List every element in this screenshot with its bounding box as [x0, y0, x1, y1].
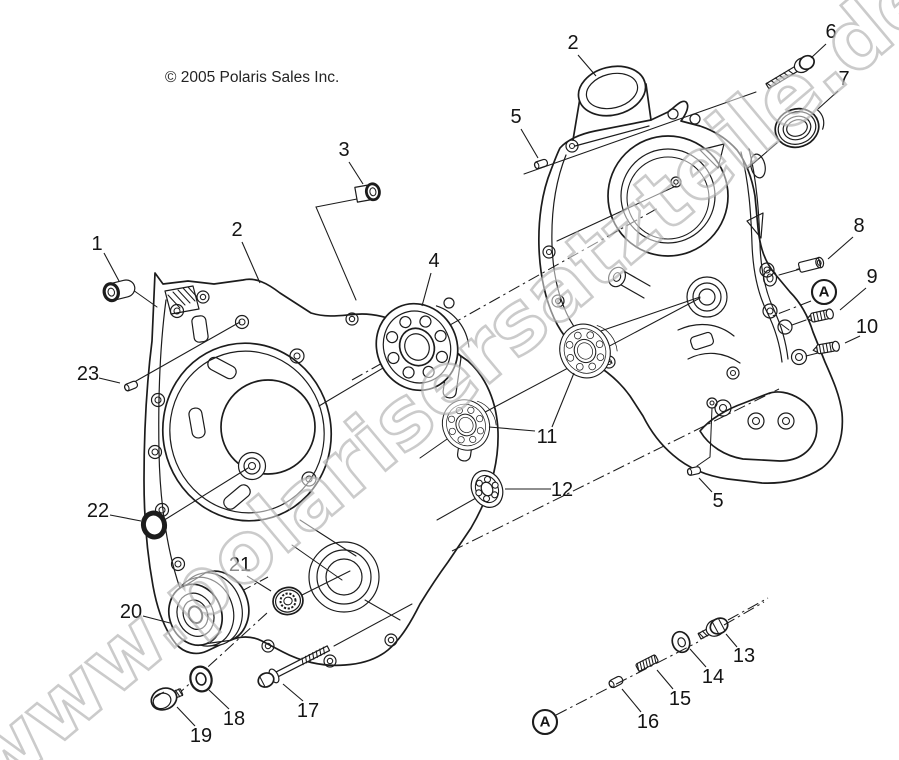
callout-3: 3: [338, 139, 349, 161]
pulley-20: [167, 570, 250, 647]
seal-21: [272, 586, 304, 616]
plug-1: [102, 279, 136, 303]
dowel-pin-5b: [686, 466, 702, 476]
callout-5: 5: [712, 490, 723, 512]
leader-line-14: [689, 648, 707, 668]
plug-16: [608, 675, 624, 689]
leader-line-2: [577, 54, 597, 77]
leader-line-16: [621, 688, 642, 713]
leader-line-22: [109, 514, 142, 522]
cylinder-spigot: [572, 65, 652, 147]
callout-8: 8: [853, 215, 864, 237]
callout-12: 12: [551, 479, 573, 501]
leader-line-21: [246, 575, 272, 592]
o-ring-22: [140, 510, 168, 540]
view-marker-leader: [769, 300, 812, 318]
oil-seal-7: [774, 107, 825, 149]
callout-layer: 122345567891011121314151617181920212223A…: [77, 21, 878, 747]
bearing-12: [470, 470, 504, 508]
left-crankcase-half: [143, 272, 499, 668]
leader-line-18: [208, 689, 230, 710]
leader-line-20: [142, 615, 171, 624]
callout-20: 20: [120, 601, 142, 623]
drain-plug-19: [150, 687, 184, 711]
copyright-text: © 2005 Polaris Sales Inc.: [165, 69, 339, 86]
callout-16: 16: [637, 711, 659, 733]
callout-11: 11: [537, 426, 558, 448]
dowel-pin-23: [123, 380, 139, 392]
hatch-pattern: [167, 286, 198, 309]
callout-18: 18: [223, 708, 245, 730]
leader-line-8: [827, 236, 854, 260]
callout-13: 13: [733, 645, 755, 667]
callout-4: 4: [428, 250, 439, 272]
callout-5: 5: [510, 106, 521, 128]
callout-10: 10: [856, 316, 878, 338]
spring-screw-15: [635, 654, 659, 673]
callout-2: 2: [567, 32, 578, 54]
callout-6: 6: [825, 21, 836, 43]
screw-10: [812, 340, 841, 355]
callout-2: 2: [231, 219, 242, 241]
callout-19: 19: [190, 725, 212, 747]
leader-line-6: [810, 43, 827, 59]
screw-8: [796, 256, 825, 273]
bolt-6: [765, 54, 815, 90]
leader-line-5: [520, 128, 539, 159]
leader-line-11: [488, 426, 536, 432]
view-marker-label: A: [540, 714, 551, 731]
view-marker-leader: [723, 601, 765, 626]
leader-line-5: [698, 477, 713, 493]
view-marker-circle: [810, 278, 838, 306]
washer-14: [671, 630, 691, 654]
leader-line-9: [839, 287, 867, 311]
leader-line-4: [421, 272, 432, 307]
leader-line-11: [551, 372, 575, 428]
leader-line-17: [282, 683, 304, 702]
callout-23: 23: [77, 363, 99, 385]
callout-21: 21: [229, 554, 251, 576]
bolt-holes-left: [147, 290, 403, 668]
view-marker-circle: [531, 708, 559, 736]
callout-9: 9: [866, 266, 877, 288]
bushing-3: [354, 182, 381, 203]
callout-7: 7: [838, 68, 849, 90]
leader-line-19: [176, 706, 196, 727]
view-marker-label: A: [819, 284, 830, 301]
leader-line-13: [725, 633, 738, 648]
callout-22: 22: [87, 500, 109, 522]
callout-1: 1: [91, 233, 102, 255]
leader-line-23: [98, 377, 121, 384]
leader-line-7: [817, 90, 839, 110]
bolt-17: [257, 645, 331, 688]
bolt-13: [697, 617, 729, 640]
leader-line-1: [103, 252, 120, 282]
callout-14: 14: [702, 666, 724, 688]
leader-line-2: [241, 241, 261, 284]
screw-9: [806, 308, 834, 323]
washer-18: [189, 665, 213, 693]
leader-line-10: [844, 335, 861, 344]
callout-15: 15: [669, 688, 691, 710]
view-marker-leader: [555, 641, 699, 716]
callout-17: 17: [297, 700, 319, 722]
dowel-pin-5a: [533, 158, 549, 170]
leader-line-3: [348, 161, 364, 185]
leader-line-15: [656, 669, 674, 690]
